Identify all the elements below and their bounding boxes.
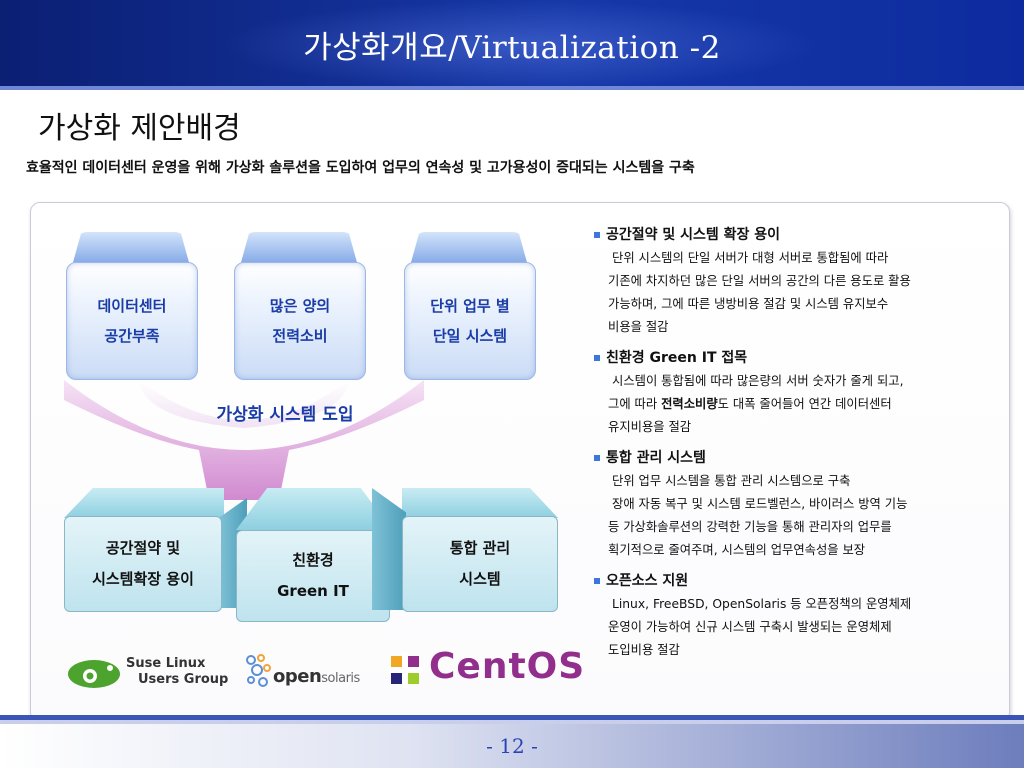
cube-cap [240, 232, 358, 266]
footer-band [0, 724, 1024, 768]
section-line: 그에 따라 전력소비량도 대폭 줄어들어 연간 데이터센터 [608, 397, 892, 411]
box-line: 단위 업무 별 [430, 297, 510, 315]
subtitle: 효율적인 데이터센터 운영을 위해 가상화 솔루션을 도입하여 업무의 연속성 … [26, 160, 695, 176]
section-line: 시스템이 통합됨에 따라 많은량의 서버 숫자가 줄게 되고, [612, 374, 904, 388]
section-line: 비용을 절감 [608, 320, 669, 334]
section-line: 가능하며, 그에 따른 냉방비용 절감 및 시스템 유지보수 [608, 297, 889, 311]
box-line: 공간부족 [104, 327, 160, 345]
centos-text: CentOS [429, 646, 586, 687]
opensolaris-text: open [273, 666, 322, 687]
benefit-section: 통합 관리 시스템 단위 업무 시스템을 통합 관리 시스템으로 구축 장애 자… [594, 447, 994, 562]
section-heading: 친환경 Green IT 접목 [594, 347, 994, 370]
benefits-list: 공간절약 및 시스템 확장 용이 단위 시스템의 단일 서버가 대형 서버로 통… [594, 224, 994, 670]
centos-logo: CentOS [385, 646, 584, 692]
cube-cap [410, 232, 528, 266]
footer-stripe [0, 715, 1024, 720]
footer-stripe [0, 720, 1024, 724]
cube-face: 데이터센터 공간부족 [66, 262, 198, 380]
box-line: 공간절약 및 [105, 539, 181, 557]
opensolaris-logo: opensolaris [243, 652, 373, 692]
benefit-box-space: 공간절약 및 시스템확장 용이 [64, 488, 254, 618]
box-top [64, 488, 224, 518]
box-line: 친환경 [292, 551, 334, 569]
cube-face: 많은 양의 전력소비 [234, 262, 366, 380]
suse-text: Users Group [138, 672, 229, 687]
box-line: 많은 양의 [269, 297, 331, 315]
benefit-box-green-it: 친환경 Green IT [236, 488, 396, 628]
box-line: Green IT [277, 582, 349, 600]
funnel-label: 가상화 시스템 도입 [216, 405, 354, 425]
bullet-icon [594, 455, 600, 461]
section-heading: 오픈소스 지원 [594, 570, 994, 593]
page-number: - 12 - [486, 734, 538, 758]
box-face: 공간절약 및 시스템확장 용이 [64, 516, 222, 612]
section-line: 등 가상화솔루션의 강력한 기능을 통해 관리자의 업무를 [608, 520, 892, 534]
section-title: 가상화 제안배경 [38, 111, 241, 146]
benefit-section: 오픈소스 지원 Linux, FreeBSD, OpenSolaris 등 오픈… [594, 570, 994, 662]
problem-box-datacenter: 데이터센터 공간부족 [66, 232, 198, 380]
section-line: 장애 자동 복구 및 시스템 로드벨런스, 바이러스 방역 기능 [612, 497, 908, 511]
suse-text: Suse Linux [126, 656, 206, 671]
benefit-section: 공간절약 및 시스템 확장 용이 단위 시스템의 단일 서버가 대형 서버로 통… [594, 224, 994, 339]
benefit-section: 친환경 Green IT 접목 시스템이 통합됨에 따라 많은량의 서버 숫자가… [594, 347, 994, 439]
benefit-box-management: 통합 관리 시스템 [372, 488, 558, 618]
section-line: 도입비용 절감 [608, 643, 680, 657]
cube-face: 단위 업무 별 단일 시스템 [404, 262, 536, 380]
section-line: 단위 업무 시스템을 통합 관리 시스템으로 구축 [612, 474, 851, 488]
cube-cap [72, 232, 190, 266]
box-line: 데이터센터 [97, 297, 167, 315]
suse-chameleon-icon [68, 660, 120, 688]
suse-logo: Suse Linux Users Group [66, 654, 236, 690]
problem-box-single-system: 단위 업무 별 단일 시스템 [404, 232, 536, 380]
section-line: 획기적으로 줄여주며, 시스템의 업무연속성을 보장 [608, 543, 866, 557]
title-bar: 가상화개요/Virtualization -2 [0, 0, 1024, 90]
box-line: 시스템 [459, 570, 501, 588]
bullet-icon [594, 578, 600, 584]
title-stripe [0, 86, 1024, 90]
section-heading: 공간절약 및 시스템 확장 용이 [594, 224, 994, 247]
section-line: 단위 시스템의 단일 서버가 대형 서버로 통합됨에 따라 [612, 251, 889, 265]
box-top [236, 488, 392, 530]
section-line: Linux, FreeBSD, OpenSolaris 등 오픈정책의 운영체제 [612, 597, 912, 611]
bullet-icon [594, 355, 600, 361]
problem-box-power: 많은 양의 전력소비 [234, 232, 366, 380]
box-line: 통합 관리 [449, 539, 511, 557]
box-line: 단일 시스템 [432, 327, 508, 345]
slide-title: 가상화개요/Virtualization -2 [303, 30, 721, 66]
box-top [402, 488, 558, 518]
box-side [372, 488, 406, 610]
box-face: 통합 관리 시스템 [402, 516, 558, 612]
funnel-arrow [64, 380, 424, 500]
section-line: 기존에 차지하던 많은 단일 서버의 공간의 다른 용도로 활용 [608, 274, 911, 288]
box-line: 전력소비 [272, 327, 328, 345]
box-line: 시스템확장 용이 [92, 570, 194, 588]
box-face: 친환경 Green IT [236, 530, 390, 622]
section-line: 운영이 가능하여 신규 시스템 구축시 발생되는 운영체제 [608, 620, 892, 634]
opensolaris-sub-text: solaris [321, 671, 360, 686]
section-line: 유지비용을 절감 [608, 420, 692, 434]
centos-pinwheel-icon [387, 652, 423, 688]
opensolaris-dots-icon [246, 654, 271, 687]
title-glow [220, 0, 820, 90]
bullet-icon [594, 232, 600, 238]
section-heading: 통합 관리 시스템 [594, 447, 994, 470]
